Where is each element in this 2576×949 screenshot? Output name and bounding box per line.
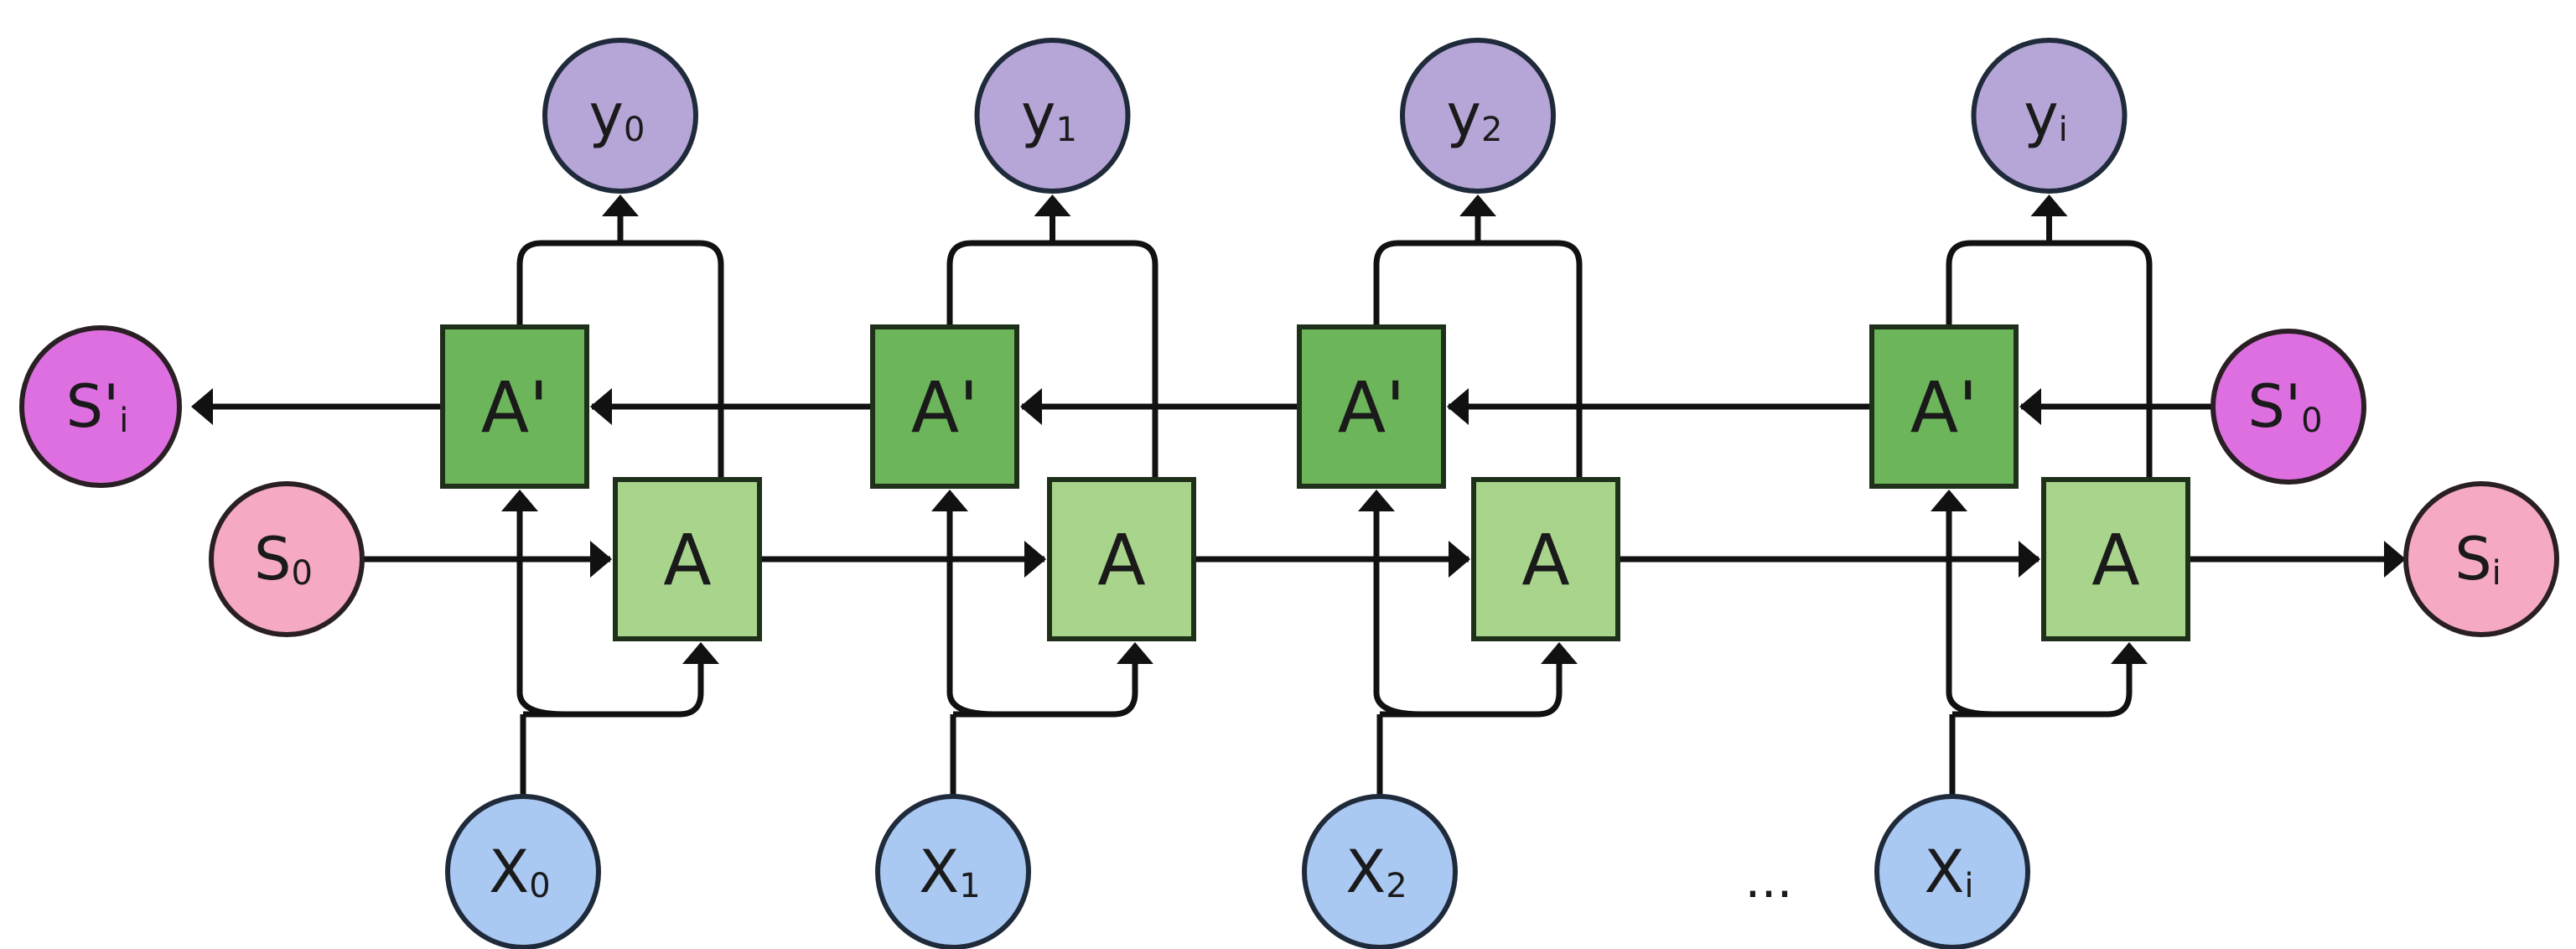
input-to-backward-1 — [946, 511, 998, 718]
backward-cell-0-box — [440, 324, 589, 489]
input-backward-arrow-0 — [501, 490, 538, 511]
output-node-1-circle — [974, 38, 1131, 194]
output-node-2: y2 — [1400, 38, 1556, 194]
output-node-3: yi — [1971, 38, 2128, 194]
forward-state-start-node-circle — [209, 481, 365, 637]
input-node-0-label: X0 — [489, 838, 550, 906]
input-to-forward-0 — [523, 664, 704, 718]
input-backward-arrow-1 — [931, 490, 968, 511]
forward-cell-2: A — [1471, 477, 1620, 641]
forward-arrow-0 — [590, 541, 612, 578]
cells: A' A A' A A' A A' A — [440, 324, 2190, 641]
backward-cell-2-label: A' — [1338, 366, 1406, 449]
output-arrow-1 — [1034, 194, 1071, 216]
input-forward-arrow-1 — [1117, 642, 1153, 664]
input-node-3: Xi — [1874, 794, 2030, 949]
backward-state-start-node-circle — [2211, 329, 2366, 485]
forward-cell-2-box — [1471, 477, 1620, 641]
input-node-1-label: X1 — [919, 838, 980, 906]
forward-cell-3-label: A — [2091, 519, 2139, 601]
forward-cell-1: A — [1047, 477, 1196, 641]
forward-cell-3-box — [2041, 477, 2190, 641]
backward-cell-1-label: A' — [911, 366, 979, 449]
output-node-0-circle — [542, 38, 698, 194]
forward-arrow-1 — [1024, 541, 1046, 578]
input-forward-arrow-0 — [682, 642, 719, 664]
input-node-2-circle — [1302, 794, 1458, 949]
forward-arrow-3 — [2019, 541, 2040, 578]
output-arrow-3 — [2030, 194, 2068, 216]
backward-cell-2: A' — [1297, 324, 1446, 489]
output-arrow-2 — [1459, 194, 1496, 216]
output-node-0-label: y0 — [589, 81, 645, 150]
input-forward-arrow-3 — [2111, 642, 2148, 664]
ellipsis: ... — [1744, 851, 1792, 910]
forward-state-end-node: Si — [2403, 481, 2559, 637]
backward-cell-2-box — [1297, 324, 1446, 489]
output-node-1-label: y1 — [1021, 81, 1077, 150]
backward-cell-3-box — [1869, 324, 2019, 489]
input-node-2-label: X2 — [1345, 838, 1407, 906]
input-to-backward-2 — [1373, 511, 1425, 718]
backward-arrow-in — [2019, 388, 2041, 425]
forward-state-end-node-label: Si — [2454, 525, 2501, 594]
input-node-1: X1 — [875, 794, 1031, 949]
input-to-forward-3 — [1952, 664, 2133, 718]
input-forward-arrow-2 — [1541, 642, 1578, 664]
forward-cell-3: A — [2041, 477, 2190, 641]
backward-arrow-out — [191, 388, 213, 425]
input-node-0-circle — [445, 794, 601, 949]
forward-cell-0-label: A — [663, 519, 711, 601]
output-node-1: y1 — [974, 38, 1131, 194]
output-arrow-0 — [602, 194, 639, 216]
input-backward-arrow-2 — [1358, 490, 1395, 511]
forward-cell-1-box — [1047, 477, 1196, 641]
backward-state-end-node: S'i — [19, 325, 182, 488]
backward-state-end-node-circle — [19, 325, 182, 488]
backward-cell-0: A' — [440, 324, 589, 489]
input-backward-arrow-3 — [1931, 490, 1967, 511]
connections — [191, 194, 2406, 796]
backward-cell-1: A' — [870, 324, 1019, 489]
input-node-3-label: Xi — [1924, 838, 1973, 906]
backward-state-end-node-label: S'i — [66, 372, 129, 441]
output-node-2-label: y2 — [1447, 81, 1503, 150]
backward-cell-0-label: A' — [481, 366, 549, 449]
backward-state-start-node: S'0 — [2211, 329, 2366, 485]
input-node-1-circle — [875, 794, 1031, 949]
forward-cell-0-box — [613, 477, 762, 641]
backward-cell-3-label: A' — [1910, 366, 1978, 449]
output-node-2-circle — [1400, 38, 1556, 194]
input-node-3-circle — [1874, 794, 2030, 949]
forward-cell-0: A — [613, 477, 762, 641]
output-node-0: y0 — [542, 38, 698, 194]
forward-arrow-out — [2384, 541, 2406, 578]
forward-cell-2-label: A — [1521, 519, 1569, 601]
forward-state-end-node-circle — [2403, 481, 2559, 637]
backward-arrow-3 — [1447, 388, 1469, 425]
input-to-forward-2 — [1380, 664, 1563, 718]
forward-cell-1-label: A — [1097, 519, 1145, 601]
input-node-2: X2 — [1302, 794, 1458, 949]
output-node-3-label: yi — [2024, 81, 2068, 150]
input-to-backward-3 — [1946, 511, 1998, 718]
backward-arrow-1 — [590, 388, 612, 425]
forward-state-start-node: S0 — [209, 481, 365, 637]
backward-cell-1-box — [870, 324, 1019, 489]
forward-arrow-2 — [1449, 541, 1470, 578]
backward-arrow-2 — [1020, 388, 1042, 425]
forward-state-start-node-label: S0 — [254, 525, 313, 594]
backward-cell-3: A' — [1869, 324, 2019, 489]
backward-state-start-node-label: S'0 — [2247, 372, 2322, 441]
input-to-forward-1 — [953, 664, 1138, 718]
input-to-backward-0 — [516, 511, 568, 718]
output-node-3-circle — [1971, 38, 2128, 194]
input-node-0: X0 — [445, 794, 601, 949]
